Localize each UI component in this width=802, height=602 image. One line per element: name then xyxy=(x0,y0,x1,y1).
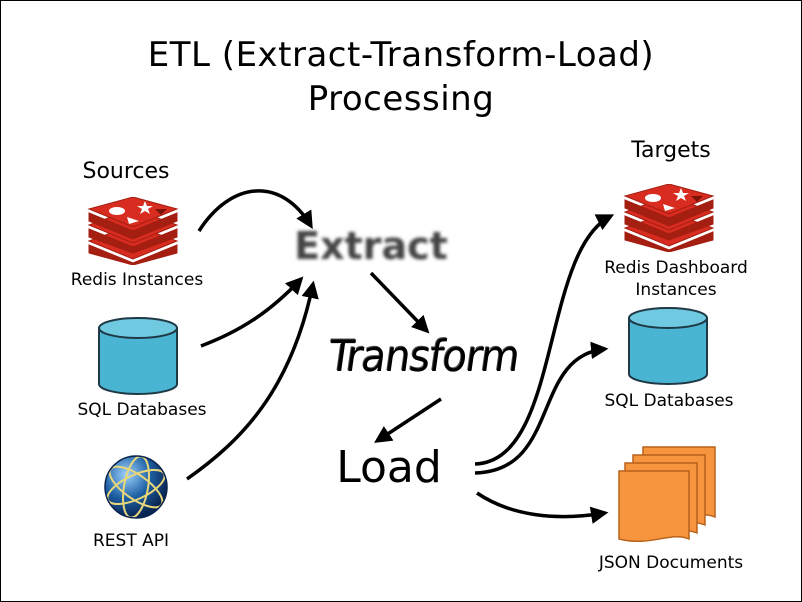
step-extract: Extract xyxy=(294,224,448,268)
step-load: Load xyxy=(336,442,442,493)
diagram-title-line1: ETL (Extract-Transform-Load) xyxy=(147,35,655,75)
step-transform: Transform xyxy=(325,332,523,382)
source-label-redis: Redis Instances xyxy=(70,270,204,290)
arrow-load-to-json xyxy=(476,491,609,524)
target-label-redis-line2: Instances xyxy=(635,280,717,300)
source-label-api: REST API xyxy=(92,531,170,551)
globe-icon xyxy=(104,455,168,519)
source-label-sql: SQL Databases xyxy=(77,400,207,420)
documents-stack-icon xyxy=(618,446,716,543)
redis-stack-icon xyxy=(87,197,179,265)
arrow-load-to-sql xyxy=(474,341,609,475)
sources-heading: Sources xyxy=(82,159,170,184)
target-label-sql: SQL Databases xyxy=(604,391,734,411)
target-label-redis-line1: Redis Dashboard xyxy=(604,258,748,278)
arrow-load-to-redis xyxy=(474,214,615,466)
targets-heading: Targets xyxy=(631,138,711,163)
target-label-json: JSON Documents xyxy=(598,553,744,573)
arrow-sql-to-extract xyxy=(200,276,304,348)
redis-stack-icon xyxy=(623,184,715,252)
arrow-api-to-extract xyxy=(185,280,319,481)
arrow-transform-to-load xyxy=(374,397,442,443)
arrow-redis-to-extract xyxy=(197,189,313,232)
diagram-title-line2: Processing xyxy=(307,79,495,119)
arrow-extract-to-transform xyxy=(369,271,430,334)
database-cylinder-icon xyxy=(98,317,178,395)
database-cylinder-icon xyxy=(628,307,708,385)
